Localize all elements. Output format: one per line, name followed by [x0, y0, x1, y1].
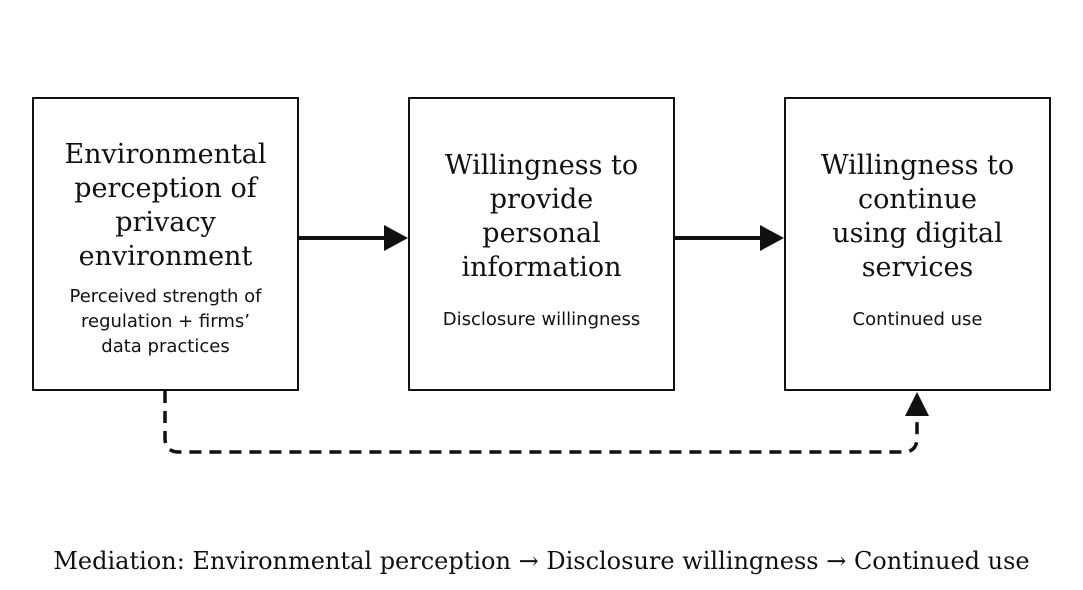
box-title: Willingness to continue using digital se… — [820, 149, 1015, 283]
box-title: Environmental perception of privacy envi… — [64, 138, 267, 272]
box-subtitle: Continued use — [852, 308, 983, 330]
box-environmental-perception: Environmental perception of privacy envi… — [32, 97, 299, 391]
arrow-disclosure-to-continued-use — [675, 225, 784, 251]
mediation-caption: Mediation: Environmental perception → Di… — [53, 547, 1030, 575]
dashed-direct-path-arrow — [163, 391, 929, 454]
box-subtitle: Disclosure willingness — [442, 308, 641, 330]
arrow-environment-to-disclosure — [299, 225, 408, 251]
box-continued-use: Willingness to continue using digital se… — [784, 97, 1051, 391]
box-title: Willingness to provide personal informat… — [444, 149, 639, 283]
box-disclosure-willingness: Willingness to provide personal informat… — [408, 97, 675, 391]
box-subtitle: Perceived strength of regulation + firms… — [69, 285, 262, 357]
